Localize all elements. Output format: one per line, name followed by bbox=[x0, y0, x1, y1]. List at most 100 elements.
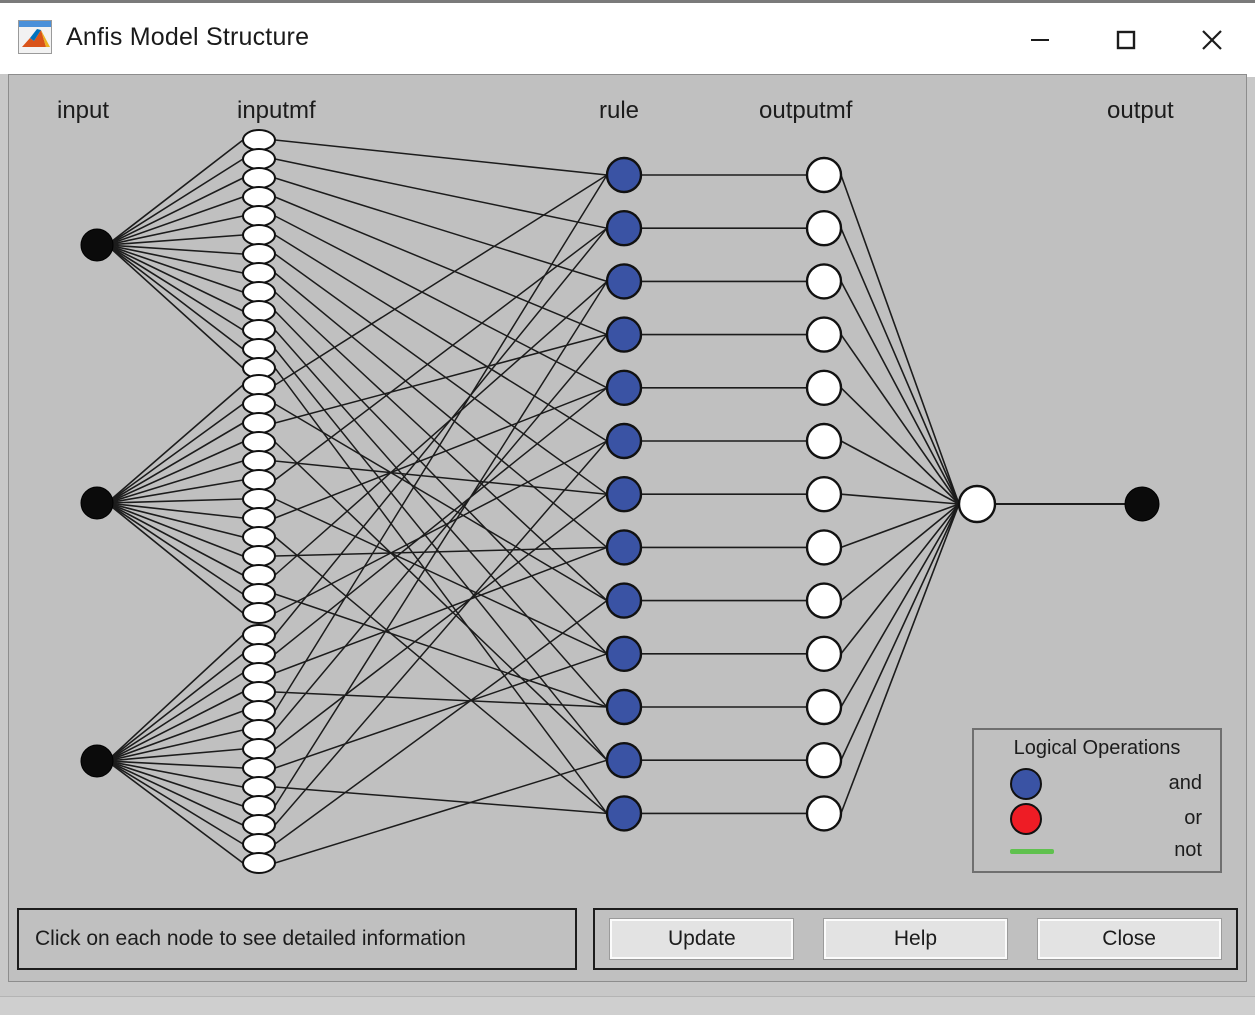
inputmf-node[interactable] bbox=[242, 129, 276, 151]
edge bbox=[840, 227, 960, 505]
network-diagram[interactable]: input inputmf rule outputmf output Logic… bbox=[9, 75, 1246, 895]
inputmf-node[interactable] bbox=[242, 431, 276, 453]
inputmf-node[interactable] bbox=[242, 488, 276, 510]
outputmf-node[interactable] bbox=[805, 263, 843, 300]
inputmf-node[interactable] bbox=[242, 526, 276, 548]
title-bar: Anfis Model Structure bbox=[0, 0, 1255, 77]
inputmf-node[interactable] bbox=[242, 148, 276, 170]
rule-node[interactable] bbox=[605, 156, 643, 194]
minimize-button[interactable] bbox=[997, 3, 1083, 77]
inputmf-node[interactable] bbox=[242, 224, 276, 246]
edge bbox=[106, 710, 244, 762]
edge bbox=[840, 503, 960, 814]
inputmf-node[interactable] bbox=[242, 167, 276, 189]
edge bbox=[106, 634, 244, 762]
outputmf-node[interactable] bbox=[805, 688, 843, 726]
inputmf-node[interactable] bbox=[242, 624, 276, 646]
outputmf-node[interactable] bbox=[805, 529, 843, 566]
inputmf-node[interactable] bbox=[242, 507, 276, 529]
outputmf-node[interactable] bbox=[805, 795, 843, 832]
inputmf-node[interactable] bbox=[242, 814, 276, 836]
input-node[interactable] bbox=[80, 744, 114, 778]
rule-node[interactable] bbox=[605, 209, 643, 247]
inputmf-node[interactable] bbox=[242, 681, 276, 703]
inputmf-node[interactable] bbox=[242, 450, 276, 472]
edge bbox=[840, 503, 960, 549]
outputmf-node[interactable] bbox=[805, 316, 843, 353]
outputmf-node[interactable] bbox=[805, 422, 843, 460]
outputmf-node[interactable] bbox=[805, 476, 843, 513]
inputmf-node[interactable] bbox=[242, 545, 276, 567]
close-button[interactable] bbox=[1169, 3, 1255, 77]
column-header-outputmf: outputmf bbox=[759, 97, 853, 124]
input-node[interactable] bbox=[80, 486, 114, 520]
inputmf-node[interactable] bbox=[242, 719, 276, 741]
rule-node[interactable] bbox=[605, 688, 643, 726]
outputmf-node[interactable] bbox=[805, 209, 843, 247]
inputmf-node[interactable] bbox=[242, 319, 276, 341]
outputmf-node[interactable] bbox=[805, 156, 843, 194]
edge bbox=[274, 387, 608, 655]
inputmf-node[interactable] bbox=[242, 281, 276, 303]
inputmf-node[interactable] bbox=[242, 186, 276, 208]
inputmf-node[interactable] bbox=[242, 776, 276, 798]
edge bbox=[840, 387, 960, 505]
input-node[interactable] bbox=[80, 228, 114, 262]
edge bbox=[106, 760, 244, 826]
inputmf-node[interactable] bbox=[242, 700, 276, 722]
inputmf-node[interactable] bbox=[242, 393, 276, 415]
inputmf-node[interactable] bbox=[242, 662, 276, 684]
title-bar-left: Anfis Model Structure bbox=[18, 20, 309, 54]
edge bbox=[106, 196, 244, 246]
inputmf-node[interactable] bbox=[242, 738, 276, 760]
inputmf-node[interactable] bbox=[242, 583, 276, 605]
rule-node[interactable] bbox=[605, 582, 643, 619]
inputmf-node[interactable] bbox=[242, 243, 276, 265]
rule-node[interactable] bbox=[605, 316, 643, 353]
output-node[interactable] bbox=[1124, 486, 1160, 522]
inputmf-node[interactable] bbox=[242, 262, 276, 284]
inputmf-node[interactable] bbox=[242, 374, 276, 396]
inputmf-node[interactable] bbox=[242, 757, 276, 779]
rule-node[interactable] bbox=[605, 742, 643, 779]
close-action-button[interactable]: Close bbox=[1036, 918, 1222, 960]
inputmf-node[interactable] bbox=[242, 300, 276, 322]
rule-node[interactable] bbox=[605, 369, 643, 406]
edge bbox=[106, 502, 244, 595]
inputmf-node[interactable] bbox=[242, 412, 276, 434]
help-button[interactable]: Help bbox=[822, 918, 1008, 960]
outputmf-node[interactable] bbox=[805, 369, 843, 406]
inputmf-node[interactable] bbox=[242, 469, 276, 491]
inputmf-node[interactable] bbox=[242, 205, 276, 227]
edge bbox=[274, 234, 608, 442]
outputmf-node[interactable] bbox=[805, 582, 843, 619]
update-button[interactable]: Update bbox=[609, 918, 795, 960]
inputmf-node[interactable] bbox=[242, 564, 276, 586]
edge bbox=[106, 244, 244, 350]
legend-row-and: and bbox=[974, 768, 1220, 802]
inputmf-node[interactable] bbox=[242, 833, 276, 855]
outputmf-node[interactable] bbox=[805, 635, 843, 672]
rule-node[interactable] bbox=[605, 263, 643, 300]
edge bbox=[274, 599, 608, 845]
edge bbox=[274, 387, 608, 519]
rule-node[interactable] bbox=[605, 795, 643, 832]
outputmf-node[interactable] bbox=[805, 742, 843, 779]
edge bbox=[274, 460, 608, 495]
inputmf-node[interactable] bbox=[242, 795, 276, 817]
edge bbox=[106, 441, 244, 504]
maximize-button[interactable] bbox=[1083, 3, 1169, 77]
edge bbox=[274, 174, 608, 386]
edge bbox=[274, 759, 608, 864]
inputmf-node[interactable] bbox=[242, 852, 276, 874]
edge bbox=[274, 334, 608, 731]
rule-node[interactable] bbox=[605, 476, 643, 513]
rule-node[interactable] bbox=[605, 635, 643, 672]
inputmf-node[interactable] bbox=[242, 602, 276, 624]
rule-node[interactable] bbox=[605, 422, 643, 460]
edge bbox=[274, 215, 608, 389]
summation-node[interactable] bbox=[957, 484, 997, 524]
inputmf-node[interactable] bbox=[242, 338, 276, 360]
inputmf-node[interactable] bbox=[242, 643, 276, 665]
rule-node[interactable] bbox=[605, 529, 643, 566]
